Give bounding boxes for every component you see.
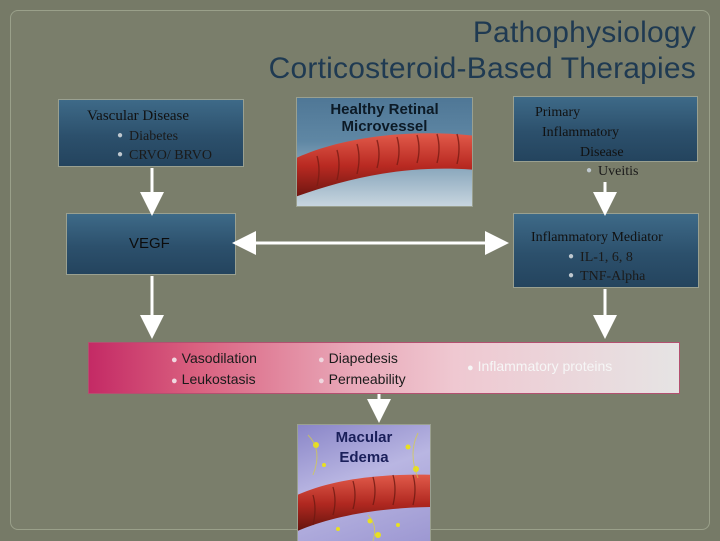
list-item: ●TNF-Alpha xyxy=(568,269,646,284)
list-item: ●Inflammatory proteins xyxy=(467,358,613,374)
effects-left: ●Vasodilation ●Leukostasis xyxy=(171,349,257,391)
effects-band: ●Vasodilation ●Leukostasis ●Diapedesis ●… xyxy=(88,342,680,394)
inflammatory-mediator-box: Inflammatory Mediator ●IL-1, 6, 8 ●TNF-A… xyxy=(513,213,699,288)
list-item: ●CRVO/ BRVO xyxy=(117,148,212,163)
bullet-icon: ● xyxy=(117,149,124,160)
title-line-2: Corticosteroid-Based Therapies xyxy=(268,52,696,85)
list-item: ●IL-1, 6, 8 xyxy=(568,250,633,265)
uveitis-item: ●Uveitis xyxy=(586,164,639,179)
vegf-box: VEGF xyxy=(66,213,236,275)
healthy-microvessel-box: Healthy Retinal Microvessel xyxy=(296,97,473,207)
vascular-disease-heading: Vascular Disease xyxy=(87,108,190,124)
primary-inflammatory-box: Primary Inflammatory Disease xyxy=(513,96,698,162)
title-line-1: Pathophysiology xyxy=(472,16,696,49)
list-item: ●Vasodilation xyxy=(171,350,257,366)
bullet-icon: ● xyxy=(568,251,575,262)
bullet-icon: ● xyxy=(171,375,178,387)
blood-vessel-illustration xyxy=(297,133,472,197)
macular-edema-heading: Macular Edema xyxy=(335,429,393,466)
bullet-icon: ● xyxy=(117,130,124,141)
vascular-disease-box: Vascular Disease ●Diabetes ●CRVO/ BRVO xyxy=(58,99,244,167)
list-item: ●Diabetes xyxy=(117,129,179,144)
inflammatory-mediator-heading: Inflammatory Mediator xyxy=(531,230,663,245)
list-item: ●Permeability xyxy=(318,371,406,387)
effects-middle: ●Diapedesis ●Permeability xyxy=(318,349,406,391)
vegf-label: VEGF xyxy=(129,235,170,252)
bullet-icon: ● xyxy=(171,354,178,366)
list-item: ●Diapedesis xyxy=(318,350,398,366)
bullet-icon: ● xyxy=(568,270,575,281)
edema-vessel-illustration xyxy=(298,432,430,541)
bullet-icon: ● xyxy=(467,362,474,374)
bullet-icon: ● xyxy=(318,375,325,387)
macular-edema-box: Macular Edema xyxy=(297,424,431,541)
bullet-icon: ● xyxy=(318,354,325,366)
effects-right: ●Inflammatory proteins xyxy=(467,358,612,374)
healthy-microvessel-heading: Healthy Retinal Microvessel xyxy=(330,101,439,135)
bullet-icon: ● xyxy=(586,165,593,176)
list-item: ●Leukostasis xyxy=(171,371,256,387)
